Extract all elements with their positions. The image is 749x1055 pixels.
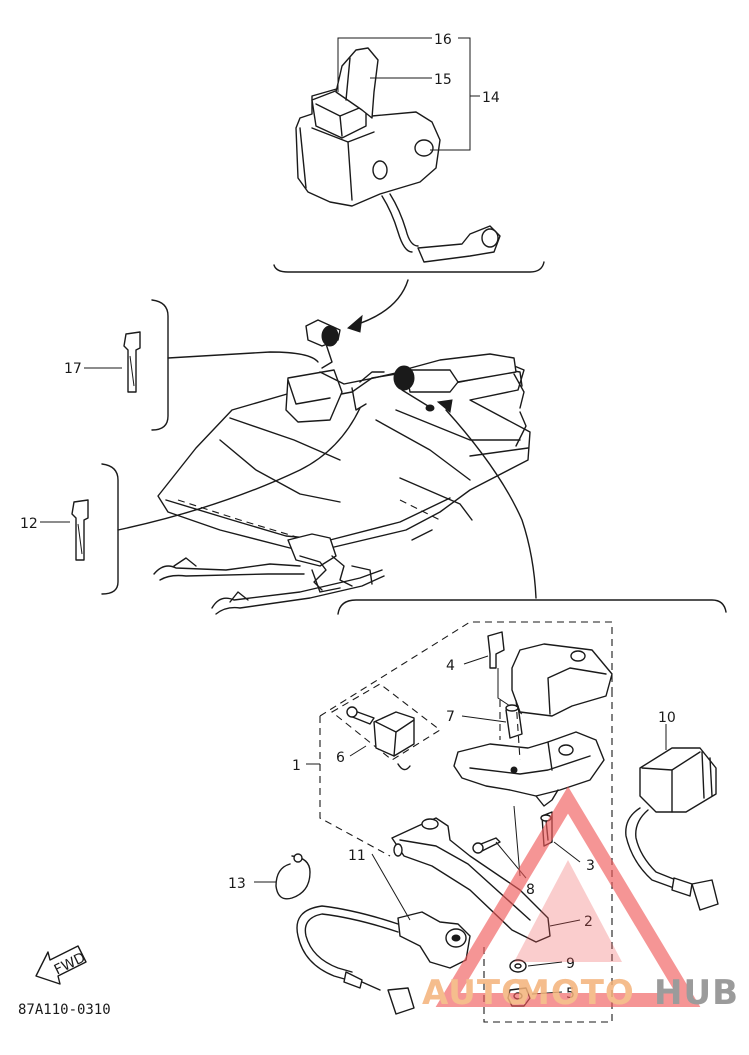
arrow-handle-to-switch [445, 409, 537, 599]
arrow-head-1 [347, 314, 363, 333]
callout-12: 12 [20, 516, 38, 532]
brake-lever-assembly [254, 599, 727, 1023]
cable-tie-17 [123, 331, 141, 393]
leader-17 [167, 351, 319, 363]
drawing-code: 87A110-0310 [18, 1002, 111, 1018]
callout-9: 9 [566, 956, 575, 972]
cable-tie-12 [71, 499, 89, 561]
callout-13: 13 [228, 876, 246, 892]
callout-16: 16 [434, 32, 452, 48]
leader-12 [117, 407, 361, 531]
callout-11: 11 [348, 848, 366, 864]
callout-3: 3 [586, 858, 595, 874]
watermark: AUTO MOTO HUB [422, 786, 739, 1013]
connector-11 [387, 987, 415, 1015]
callout-10: 10 [658, 710, 676, 726]
lever-holder [453, 731, 605, 797]
cable-tie-group-12 [40, 407, 361, 595]
brake-lever-2 [391, 817, 551, 943]
callout-15: 15 [434, 72, 452, 88]
lever-cover [511, 643, 613, 717]
clip-13 [275, 855, 311, 900]
callout-14: 14 [482, 90, 500, 106]
connector-10 [691, 879, 719, 911]
callout-7: 7 [446, 709, 455, 725]
throttle-housing-assembly [273, 37, 545, 273]
fwd-direction-indicator: FWD [35, 945, 88, 985]
switch-10 [639, 747, 717, 813]
callout-1: 1 [292, 758, 301, 774]
callout-17: 17 [64, 361, 82, 377]
screw-4 [487, 631, 505, 669]
callout-6: 6 [336, 750, 345, 766]
watermark-moto: MOTO [516, 973, 635, 1013]
switch-part-6 [373, 711, 415, 757]
callout-2: 2 [584, 914, 593, 930]
watermark-triangle [435, 786, 701, 1007]
callout-8: 8 [526, 882, 535, 898]
cable-tie-group-17 [84, 299, 319, 431]
arrow-head-2 [436, 399, 453, 413]
watermark-hub: HUB [654, 973, 739, 1013]
callout-4: 4 [446, 658, 455, 674]
snowmobile-illustration [153, 319, 531, 615]
watermark-auto: AUTO [422, 973, 531, 1013]
